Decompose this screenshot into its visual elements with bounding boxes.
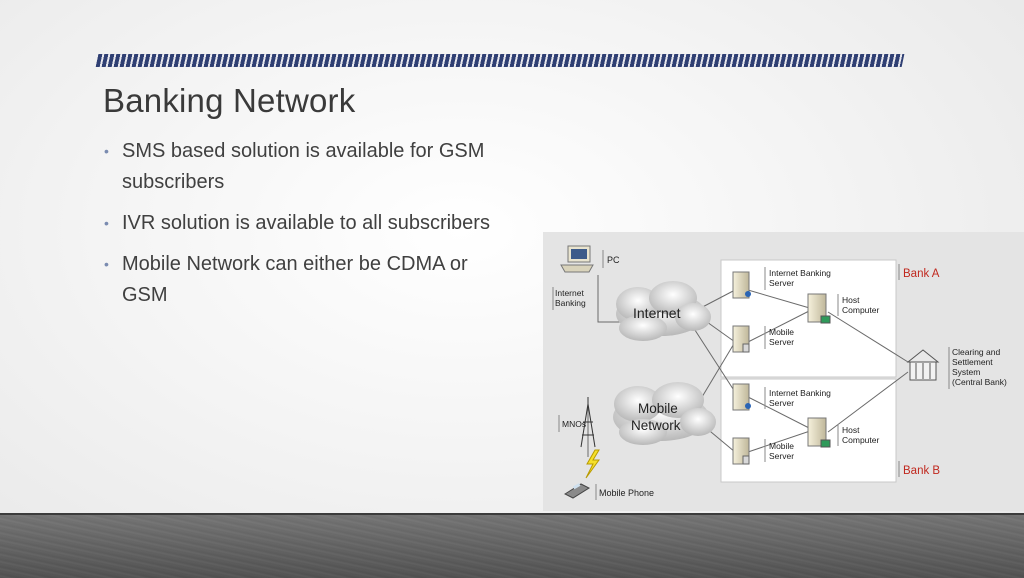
bank-b-host-computer-icon [807,417,831,448]
bank-a-host-label-1: Host [842,295,860,305]
bullet-text: SMS based solution is available for GSM [122,140,485,162]
bank-b-host-label-1: Host [842,425,860,435]
antenna-tower-icon [580,397,596,448]
bank-a-ib-server-label-2: Server [769,278,794,288]
bullet-item: • IVR solution is available to all subsc… [104,208,544,239]
mobile-cloud-label-2: Network [631,418,681,433]
signal-bolt-icon [585,449,600,479]
decorative-stripe [95,54,905,67]
bullet-text-continued: GSM [122,284,168,306]
bank-a-label: Bank A [903,268,940,280]
bank-b-mobile-server-label-1: Mobile [769,441,794,451]
diagram-canvas: PC Internet Banking Internet Mobile Netw… [552,245,1007,500]
pc-label: PC [607,255,620,265]
mobile-cloud-label-1: Mobile [638,401,678,416]
clearing-label-4: (Central Bank) [952,377,1007,387]
clearing-label-1: Clearing and [952,347,1000,357]
bank-a-ib-server-icon [732,271,751,299]
clearing-label-3: System [952,367,980,377]
bank-a-host-label-2: Computer [842,305,879,315]
bullet-item: • Mobile Network can either be CDMA or G… [104,249,544,311]
mnos-label: MNOs [562,419,586,429]
bank-a-mobile-server-label-1: Mobile [769,327,794,337]
mobile-network-cloud [613,382,716,445]
bullet-text: Mobile Network can either be CDMA or [122,253,468,275]
bank-a-mobile-server-icon [732,325,750,353]
bullet-dot-icon: • [104,143,109,159]
banking-network-diagram: PC Internet Banking Internet Mobile Netw… [543,232,1024,511]
bank-b-ib-server-label-1: Internet Banking [769,388,831,398]
bank-b-mobile-server-icon [732,437,750,465]
bullet-text: IVR solution is available to all subscri… [122,212,490,234]
bank-a-ib-server-label-1: Internet Banking [769,268,831,278]
bullet-dot-icon: • [104,256,109,272]
bullet-text-continued: subscribers [122,171,225,193]
bank-a-host-computer-icon [807,293,831,324]
pc-icon [560,245,594,273]
central-bank-building-icon [906,349,940,381]
bank-b-label: Bank B [903,465,940,477]
mobile-phone-label: Mobile Phone [599,488,654,498]
clearing-label-2: Settlement [952,357,993,367]
slide-title: Banking Network [103,82,356,119]
bank-b-host-label-2: Computer [842,435,879,445]
bullet-list: • SMS based solution is available for GS… [104,136,544,321]
bullet-dot-icon: • [104,215,109,231]
mobile-phone-icon [563,483,591,499]
internet-banking-label-1: Internet [555,288,584,298]
internet-banking-label-2: Banking [555,298,586,308]
internet-cloud [616,281,711,341]
bank-b-mobile-server-label-2: Server [769,451,794,461]
internet-cloud-label: Internet [633,305,681,321]
bank-a-mobile-server-label-2: Server [769,337,794,347]
bank-b-ib-server-label-2: Server [769,398,794,408]
floor-background [0,513,1024,578]
bullet-item: • SMS based solution is available for GS… [104,136,544,198]
bank-b-ib-server-icon [732,383,751,411]
